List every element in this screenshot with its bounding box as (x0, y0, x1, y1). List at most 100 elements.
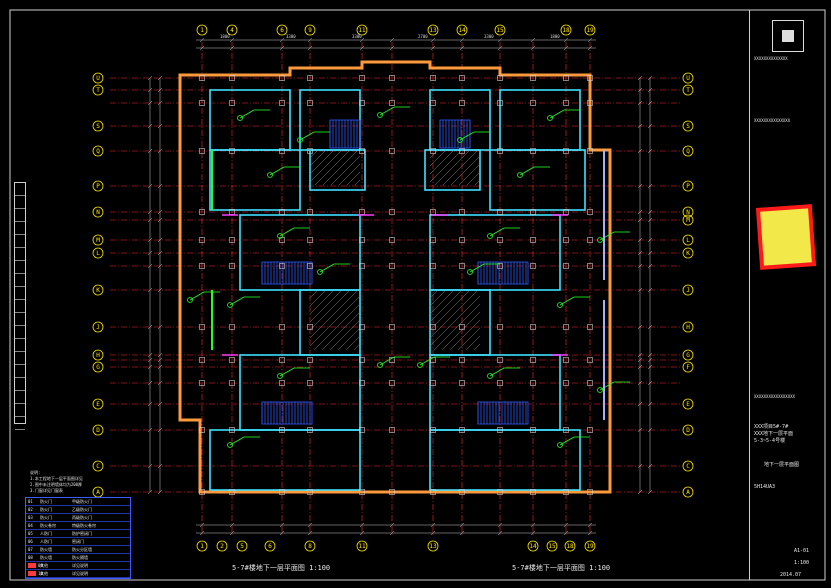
structural-column (229, 380, 235, 386)
legend-cell: 防火墙 (40, 547, 52, 552)
axis-bubble-label: 8 (308, 543, 312, 550)
structural-column (279, 75, 285, 81)
dimension-tick (530, 530, 536, 536)
structural-column (389, 100, 395, 106)
structural-column (430, 489, 436, 495)
axis-bubble-label: N (686, 209, 690, 216)
structural-column (459, 380, 465, 386)
hatch-line (429, 295, 481, 347)
axis-bubble (682, 284, 694, 296)
dimension-text: 3300 (286, 34, 296, 39)
hatch-line (354, 179, 361, 186)
room-partition (429, 429, 581, 491)
legend-cell: 丙级防火门 (72, 515, 92, 520)
structural-column (563, 148, 569, 154)
dimension-tick (637, 263, 643, 269)
level-mark (487, 373, 493, 379)
axis-bubble-label: Q (686, 148, 690, 155)
dimension-tick (430, 522, 436, 528)
hatch-line (473, 343, 481, 351)
dimension-tick (647, 357, 653, 363)
axis-bubble-label: M (96, 237, 100, 244)
legend-cell: 防火隔墙 (72, 555, 88, 560)
axis-bubble-label: P (96, 183, 100, 190)
dimension-tick (637, 123, 643, 129)
structural-column (430, 100, 436, 106)
axis-bubble (682, 145, 694, 157)
dimension-tick (647, 183, 653, 189)
hatch-line (309, 289, 351, 331)
dimension-tick (147, 148, 153, 154)
axis-bubble-label: S (686, 123, 690, 130)
structural-column (563, 489, 569, 495)
level-mark (547, 115, 553, 121)
legend-cell: 其他 (40, 571, 48, 576)
hatch-line (309, 149, 335, 175)
plan-title-right: 5-7#楼地下一层平面图 1:100 (512, 564, 611, 572)
hatch-line (429, 289, 471, 331)
dimension-tick (647, 463, 653, 469)
structural-column (459, 427, 465, 433)
sheet-frame (9, 9, 826, 581)
dimension-tick (647, 489, 653, 495)
structural-column (530, 100, 536, 106)
structural-column (563, 427, 569, 433)
dimension-tick (157, 357, 163, 363)
hatch-line (449, 319, 481, 351)
dimension-tick (647, 87, 653, 93)
drawing-title-line-1: XXX项目5#-7# (754, 424, 789, 430)
exterior-wall (178, 60, 612, 494)
level-mark (557, 302, 563, 308)
structural-column (459, 75, 465, 81)
structural-column (279, 427, 285, 433)
axis-bubble (92, 120, 104, 132)
dimension-tick (587, 37, 593, 43)
structural-column (459, 209, 465, 215)
plan-title-left: 5-7#楼地下一层平面图 1:100 (232, 564, 331, 572)
legend-cell: 防火卷帘 (40, 523, 56, 528)
axis-bubble (427, 24, 439, 36)
hatch-line (429, 149, 447, 167)
structural-column (199, 357, 205, 363)
dimension-tick (563, 37, 569, 43)
hatch-line (309, 289, 327, 307)
structural-column (307, 100, 313, 106)
axis-bubble (682, 424, 694, 436)
axis-bubble-label: K (686, 250, 690, 257)
structural-column (497, 324, 503, 330)
structural-column (587, 427, 593, 433)
dimension-tick (637, 75, 643, 81)
dimension-tick (389, 530, 395, 536)
hatch-line (458, 163, 481, 186)
axis-bubble-label: H (686, 324, 690, 331)
structural-column (199, 100, 205, 106)
structural-column (497, 100, 503, 106)
dimension-tick (389, 45, 395, 51)
dimension-tick (157, 287, 163, 293)
axis-bubble (264, 540, 276, 552)
dimension-tick (587, 45, 593, 51)
dimension-tick (147, 489, 153, 495)
structural-column (587, 357, 593, 363)
structural-column (459, 148, 465, 154)
room-partition (209, 149, 301, 211)
dimension-tick (497, 530, 503, 536)
structural-column (530, 75, 536, 81)
structural-column (459, 237, 465, 243)
axis-bubble-label: A (686, 489, 690, 496)
dimension-tick (459, 530, 465, 536)
axis-bubble-label: 14 (529, 543, 537, 550)
structural-column (359, 489, 365, 495)
structural-column (497, 148, 503, 154)
axis-bubble-label: C (96, 463, 100, 470)
structural-column (307, 148, 313, 154)
dimension-tick (647, 75, 653, 81)
dimension-text: 1800 (550, 34, 560, 39)
structural-column (530, 148, 536, 154)
structural-column (530, 324, 536, 330)
